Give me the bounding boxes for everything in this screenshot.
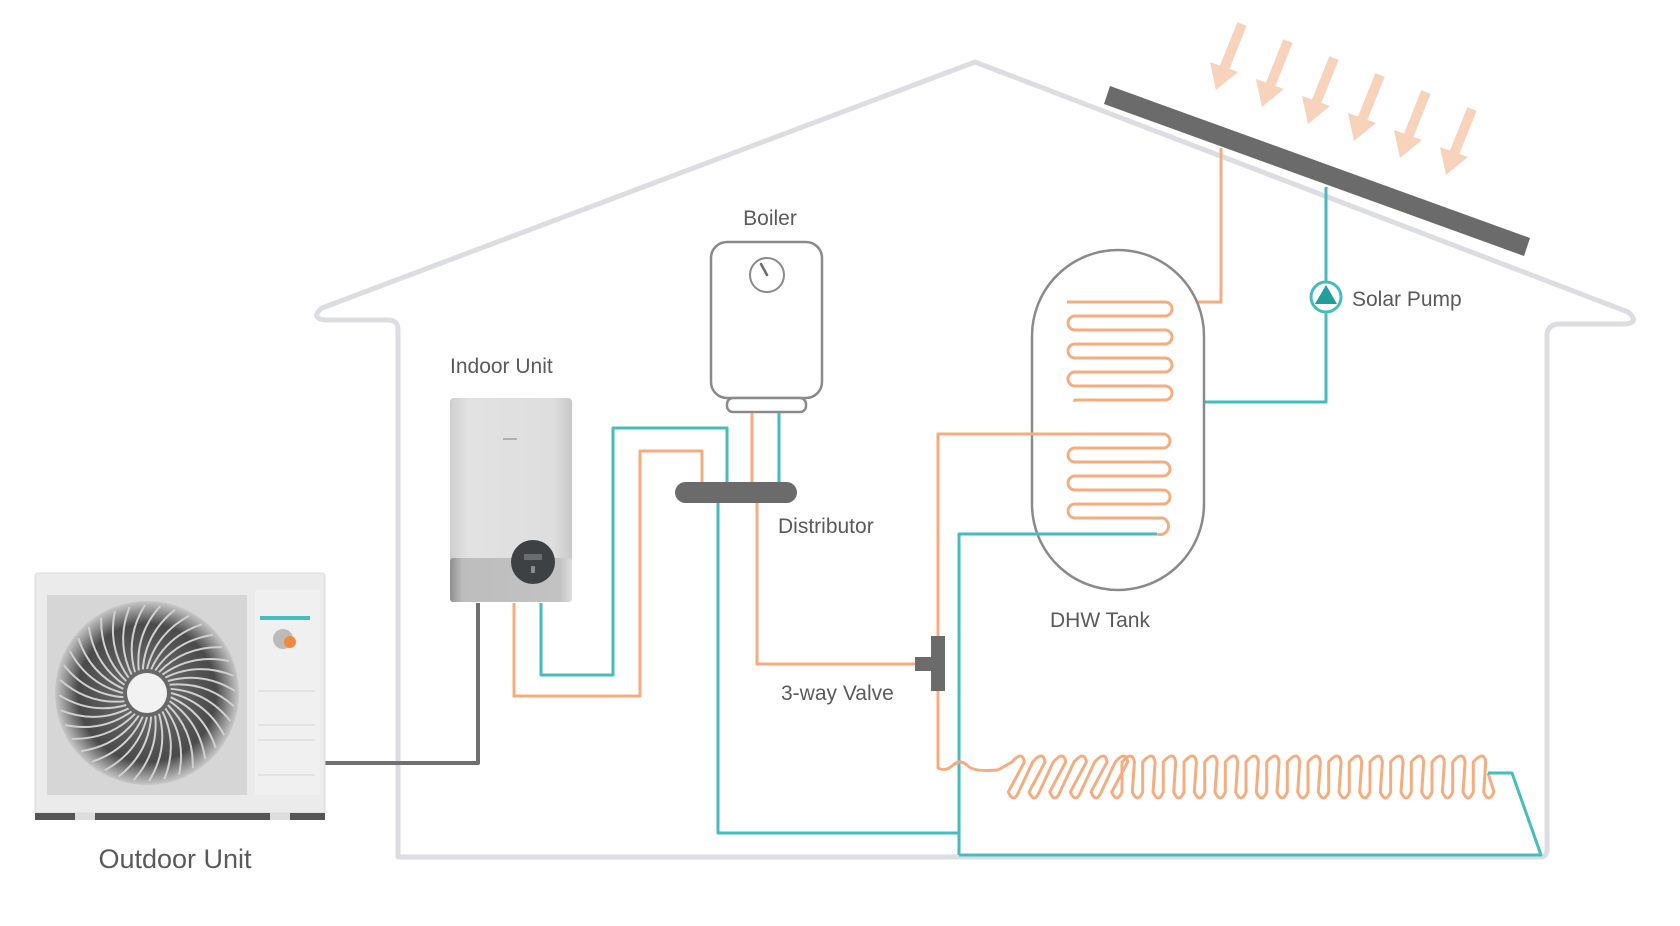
- indoor-hot-pipe: [512, 449, 704, 698]
- fan-blade: [130, 604, 146, 673]
- fan-blade: [80, 714, 140, 753]
- fan-blade: [146, 614, 190, 670]
- fan-blade: [170, 687, 232, 722]
- fan-blade: [87, 626, 126, 686]
- fan-blade: [118, 716, 153, 778]
- fan-blade: [58, 694, 127, 710]
- fan-blade: [168, 700, 207, 760]
- sun-ray-arrow-icon: [1394, 90, 1431, 158]
- fan-blade: [158, 646, 223, 673]
- fan-blade: [164, 668, 234, 679]
- dhw-return-pipe: [957, 532, 1157, 855]
- indoor-return-pipe: [539, 426, 729, 677]
- fan-blade: [169, 683, 235, 707]
- fan-blade: [133, 715, 157, 781]
- fan-blade: [91, 716, 144, 763]
- fan-blade: [167, 676, 236, 692]
- label-dhw-tank: DHW Tank: [1050, 609, 1150, 632]
- house-outline: [314, 59, 1636, 860]
- dhw-lower-coil: [936, 432, 1172, 650]
- sun-ray-arrow-icon: [1210, 22, 1247, 90]
- label-three-way-valve: 3-way Valve: [781, 682, 894, 705]
- distributor: [675, 482, 797, 503]
- fan-blade: [161, 710, 172, 780]
- solar-pump: [1309, 280, 1343, 314]
- valve-floor-pipe: [936, 691, 999, 772]
- fan-blade: [59, 679, 125, 703]
- fan-blade: [167, 704, 194, 769]
- fan-blade: [111, 610, 130, 679]
- floor-return-pipe: [959, 771, 1543, 857]
- outdoor-unit: [34, 572, 326, 820]
- fan-blade: [104, 716, 148, 772]
- label-indoor-unit: Indoor Unit: [450, 355, 553, 378]
- sun-ray-arrow-icon: [1302, 56, 1339, 124]
- solar-panel: [1104, 86, 1530, 256]
- fan-blade: [161, 657, 230, 676]
- underfloor-coil: [997, 754, 1496, 800]
- sun-rays: [1210, 22, 1477, 175]
- fan-blade: [68, 650, 124, 694]
- label-outdoor-unit: Outdoor Unit: [98, 844, 252, 874]
- fan-blade: [170, 692, 226, 736]
- fan-blade: [141, 608, 176, 670]
- fan-blade: [154, 633, 214, 672]
- control-panel-icon: [511, 540, 555, 584]
- label-boiler: Boiler: [743, 207, 797, 230]
- boiler: [709, 240, 824, 414]
- label-distributor: Distributor: [778, 515, 874, 538]
- sun-ray-arrow-icon: [1256, 39, 1293, 107]
- distributor-return-out: [716, 503, 959, 835]
- sun-ray-arrow-icon: [1348, 73, 1385, 141]
- fan-blade: [62, 664, 124, 699]
- fan-blade: [71, 713, 136, 740]
- fan-blade: [100, 617, 127, 682]
- fan-blade: [148, 713, 164, 782]
- fan-blade: [137, 605, 161, 671]
- three-way-valve: [915, 636, 945, 691]
- fan-blade: [122, 606, 133, 676]
- refrigerant-cable: [325, 603, 480, 765]
- brand-logo: [260, 616, 310, 620]
- label-solar-pump: Solar Pump: [1352, 288, 1462, 311]
- fan-blade: [77, 637, 124, 690]
- dhw-upper-coil: [1066, 300, 1174, 403]
- pump-triangle-icon: [1315, 285, 1337, 304]
- sun-ray-arrow-icon: [1440, 107, 1477, 175]
- indoor-unit: [450, 398, 572, 602]
- fan-blade: [150, 623, 203, 670]
- fan-blade: [60, 707, 130, 718]
- fan-blade: [164, 707, 183, 776]
- distributor-hot-out: [755, 503, 915, 666]
- fan-blade: [64, 710, 133, 729]
- fan-blade: [170, 696, 217, 749]
